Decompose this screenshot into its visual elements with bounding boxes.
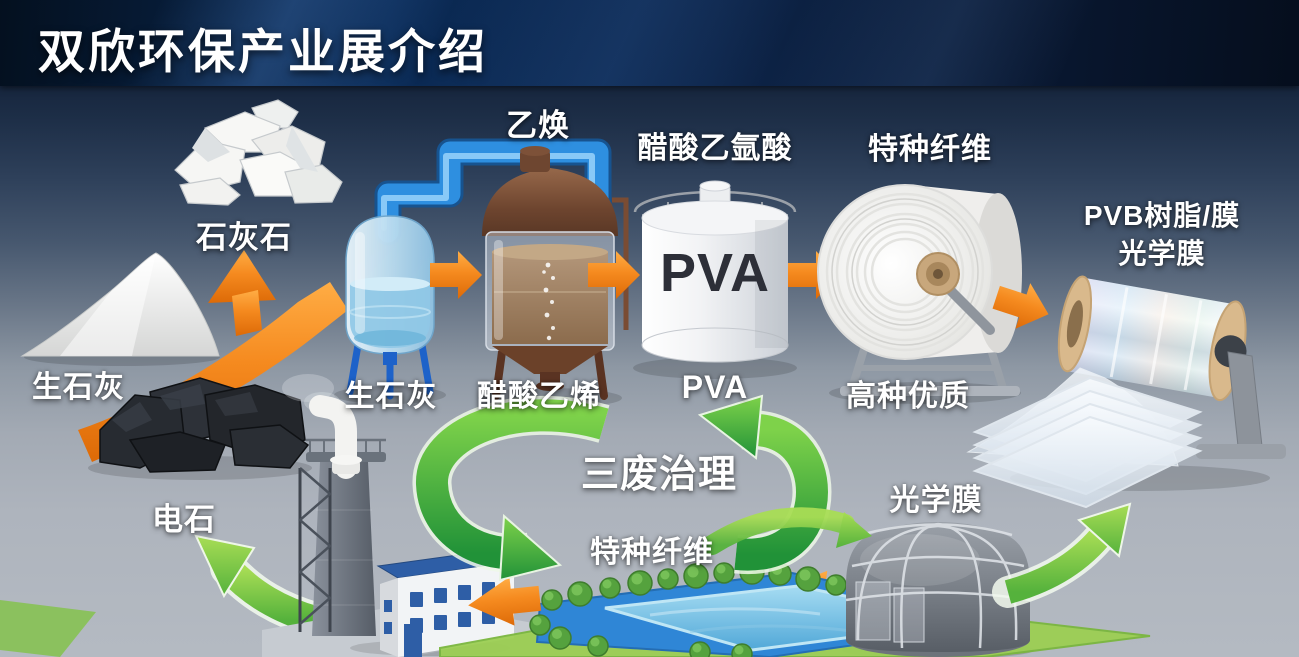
label-special-fiber-top: 特种纤维 [868,133,992,166]
label-pva: PVA [681,369,749,405]
recycle-arrow-right [697,394,832,575]
film-roll-machine [966,275,1286,509]
page-title: 双欣环保产业展介绍 [38,25,488,78]
limestone-rocks [174,99,343,206]
label-optical-film: 光学膜 [889,484,983,517]
label-pvb-line2: 光学膜 [1118,238,1206,269]
arrow-pool-to-factory [468,576,542,626]
quicklime-vessel [345,215,435,400]
label-quicklime-pile: 生石灰 [32,371,125,404]
arrow-fiber-to-film [992,283,1049,329]
ground-green-arrow [0,600,96,657]
waste-gas-tank [845,522,1031,657]
carbide-rocks [99,377,310,473]
recycle-arrow-left [412,395,610,582]
film-sheet-stack [972,376,1203,509]
label-pvb-line1: PVB树脂/膜 [1083,200,1241,231]
pva-tank-text: PVA [659,243,771,303]
special-fiber-roll [817,184,1022,396]
factory [262,374,560,657]
lime-arc-to-tank [702,507,872,555]
label-carbide: 电石 [152,502,216,537]
label-fiber-quality: 高种优质 [846,380,970,413]
label-special-fiber-bottom: 特种纤维 [590,536,714,569]
label-quicklime-vessel: 生石灰 [344,380,438,413]
acetylene-pipe [374,138,612,246]
label-three-wastes: 三废治理 [580,454,737,496]
quicklime-powder-pile [20,252,220,357]
green-arrow-to-film [992,502,1132,608]
pva-tank [633,180,797,363]
arrow-vinyl-to-pva [588,251,640,299]
arrow-quicklime-to-vinyl [430,251,482,299]
label-limestone: 石灰石 [196,220,292,255]
label-acetate-acid: 醋酸乙氩酸 [637,132,793,165]
label-acetylene: 乙焕 [506,108,570,143]
title-banner [0,0,1299,86]
label-vinyl-acetate: 醋酸乙烯 [477,380,601,413]
green-arrow-to-carbide [194,534,333,638]
